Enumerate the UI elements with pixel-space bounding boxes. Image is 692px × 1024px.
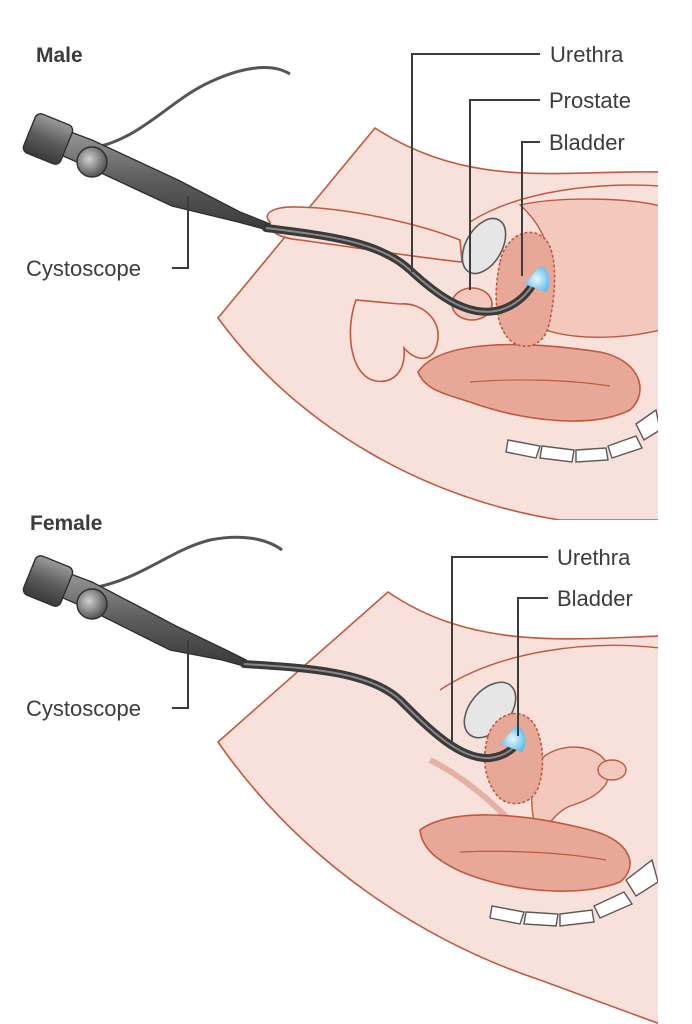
male-spine [505,408,658,463]
male-rectum-fold [469,379,611,387]
male-scope-shaft-highlight [265,227,535,313]
male-bladder-leader [521,141,540,276]
female-cystoscope [22,535,526,763]
female-rectum-fold [459,850,607,861]
male-label-prostate: Prostate [549,88,631,113]
male-abdomen-contour [469,184,658,223]
female-anatomy [216,590,658,1024]
female-rectum [419,814,631,892]
male-prostate-leader [469,99,540,290]
female-scope-eyepiece [22,555,74,607]
male-scope-tip [524,266,550,292]
female-bladder-leader [517,597,548,736]
female-panel: Female [22,512,658,1024]
female-scope-knob [76,588,108,620]
male-title: Male [36,44,83,67]
female-label-urethra: Urethra [557,545,631,570]
female-scope-cable [91,535,283,590]
female-uterus [531,746,610,842]
male-cystoscope [22,66,550,316]
male-cystoscope-leader [172,196,189,269]
female-urethra-leader [451,556,548,744]
female-scope-tip [500,726,526,752]
male-penis [266,206,463,263]
male-label-cystoscope: Cystoscope [26,256,141,281]
male-label-urethra: Urethra [550,42,624,67]
female-label-bladder: Bladder [557,586,633,611]
male-urethra-leader [411,53,540,272]
female-scope-shaft-highlight [243,663,519,760]
female-cystoscope-leader [172,640,189,709]
male-anatomy [216,126,658,520]
female-labels: Urethra Bladder Cystoscope [26,545,633,744]
male-rectum [417,343,641,422]
male-panel: Male [22,42,658,520]
female-spine [489,858,658,927]
female-scope-handle [53,569,247,667]
female-ovary [597,759,627,781]
male-label-bladder: Bladder [549,130,625,155]
female-body-section [216,590,658,1024]
male-scope-knob [76,146,108,178]
male-scope-cable [91,66,291,150]
female-label-cystoscope: Cystoscope [26,696,141,721]
female-abdomen-contour [439,644,658,691]
female-title: Female [30,512,102,535]
male-scrotum [349,299,439,383]
male-scope-handle [53,127,271,231]
male-scope-eyepiece [22,113,74,165]
male-labels: Urethra Prostate Bladder Cystoscope [26,42,631,290]
